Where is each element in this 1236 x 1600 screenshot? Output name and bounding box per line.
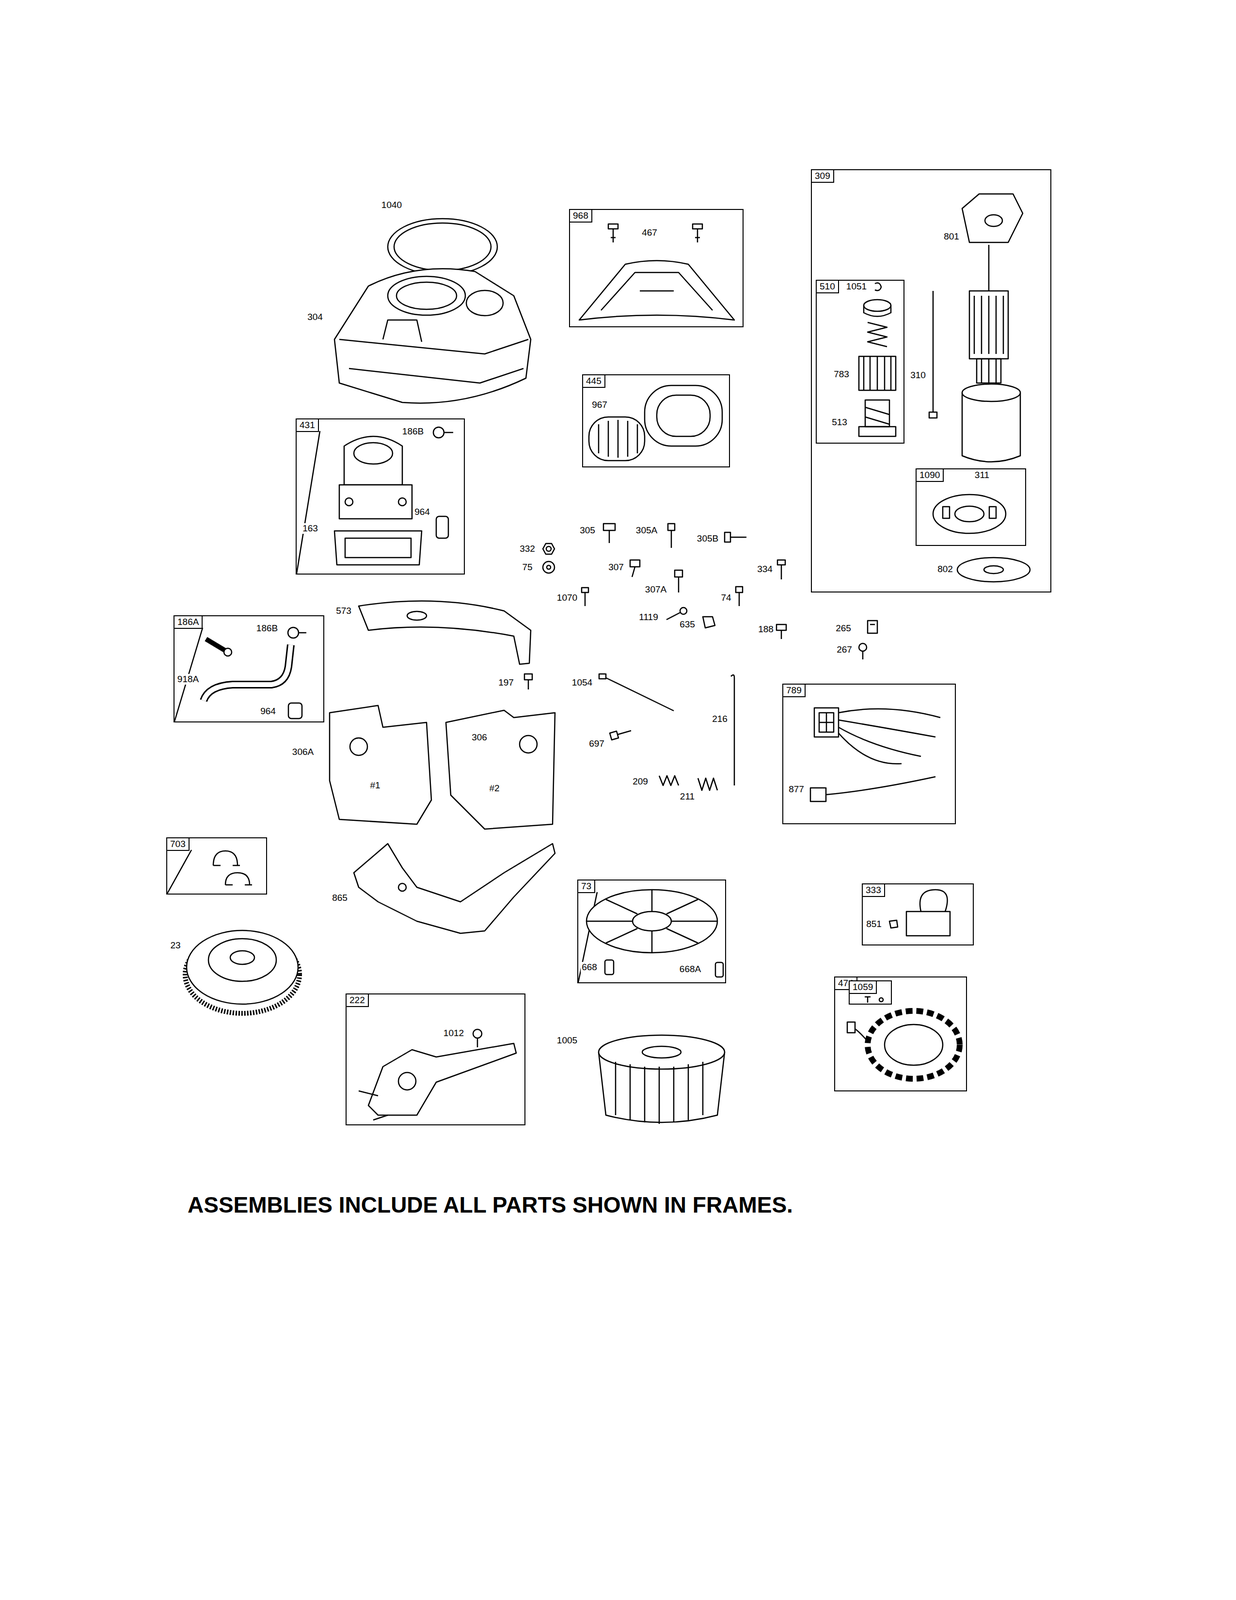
callout-number: 513	[830, 416, 849, 428]
callout-number: 211	[679, 791, 696, 802]
air-filter	[588, 416, 645, 461]
assembly-frame: 222 1012	[345, 993, 526, 1126]
callout-number: #1	[368, 779, 381, 791]
assembly-number: 73	[578, 880, 596, 893]
callout-number: 802	[936, 563, 954, 575]
assembly-frame: 1059	[848, 980, 892, 1005]
callout-number: 1119	[637, 611, 659, 623]
blower-housing	[334, 268, 531, 403]
callout-number: 305	[578, 524, 597, 536]
callout-number: 918A	[176, 673, 200, 685]
callout-number: 305A	[634, 524, 659, 536]
callout-number: 216	[711, 713, 729, 725]
callout-number: 306	[470, 731, 489, 743]
assembly-number: 333	[862, 884, 886, 897]
callout-number: 23	[169, 939, 182, 951]
callout-number: 1012	[442, 1027, 465, 1039]
caption-note: ASSEMBLIES INCLUDE ALL PARTS SHOWN IN FR…	[187, 1191, 793, 1218]
assembly-frame: 431 186B 964 163	[295, 418, 465, 575]
starter-bracket	[962, 193, 1023, 243]
callout-number: 1040	[380, 199, 403, 211]
assembly-number: 222	[346, 994, 369, 1007]
callout-number: 334	[756, 563, 774, 575]
callout-number: 265	[834, 622, 853, 634]
assembly-number: 510	[816, 280, 840, 294]
callout-number: 267	[835, 644, 854, 655]
assembly-number: 1090	[916, 469, 944, 482]
assembly-frame: 703	[166, 837, 268, 895]
callout-number: 163	[301, 522, 319, 534]
callout-number: 209	[631, 776, 650, 787]
callout-number: 306A	[291, 746, 315, 758]
assembly-number: 789	[783, 684, 806, 698]
callout-number: 1005	[555, 1034, 579, 1046]
assembly-number: 186A	[174, 616, 203, 629]
callout-number: 851	[865, 918, 883, 930]
assembly-frame: 333 851	[861, 883, 974, 946]
assembly-frame: 4741059	[834, 976, 967, 1092]
callout-number: 964	[413, 506, 431, 518]
callout-number: 305B	[696, 533, 720, 544]
callout-number: #2	[488, 782, 501, 794]
callout-number: 1051	[845, 281, 868, 292]
callout-number: 311	[973, 469, 991, 481]
callout-number: 186B	[255, 622, 279, 634]
callout-number: 332	[518, 543, 537, 555]
callout-number: 668A	[678, 963, 702, 975]
assembly-frame: 186A 186B 918A 964	[173, 615, 325, 723]
callout-number: 668	[580, 961, 599, 973]
callout-number: 197	[497, 677, 515, 688]
assembly-frame: 968 467	[569, 208, 744, 328]
callout-number: 1070	[555, 592, 579, 603]
callout-number: 310	[909, 369, 927, 381]
assembly-frame: 445 967	[582, 374, 730, 468]
callout-number: 1054	[570, 677, 594, 688]
assembly-number: 431	[296, 419, 319, 432]
callout-number: 964	[259, 705, 277, 717]
callout-number: 573	[334, 605, 353, 617]
callout-number: 967	[590, 399, 609, 411]
callout-number: 783	[832, 368, 851, 380]
ring	[387, 218, 498, 275]
callout-number: 467	[640, 227, 659, 238]
assembly-number: 309	[811, 170, 835, 183]
assembly-number: 445	[583, 375, 606, 388]
assembly-number: 968	[570, 209, 593, 223]
assembly-frame: 309 801 310 802 510 1051 783 513 1090 311	[810, 169, 1052, 593]
assembly-frame: 789 877	[782, 683, 956, 824]
callout-number: 801	[942, 231, 961, 242]
assembly-frame: 510 1051 783 513	[815, 279, 905, 444]
callout-number: 697	[587, 738, 606, 749]
callout-number: 307	[607, 561, 625, 573]
callout-number: 186B	[401, 426, 425, 437]
callout-number: 74	[719, 592, 732, 603]
assembly-frame: 1090 311	[915, 468, 1027, 546]
assembly-number: 1059	[849, 981, 877, 994]
callout-number: 188	[757, 623, 775, 635]
assembly-number: 703	[167, 838, 190, 851]
assembly-frame: 73 668 668A	[577, 879, 727, 983]
callout-number: 307A	[644, 584, 668, 595]
callout-number: 877	[787, 783, 806, 795]
cover	[579, 260, 735, 321]
callout-number: 304	[306, 311, 324, 323]
callout-number: 865	[331, 892, 349, 904]
callout-number: 635	[678, 618, 697, 630]
callout-number: 75	[521, 561, 534, 573]
